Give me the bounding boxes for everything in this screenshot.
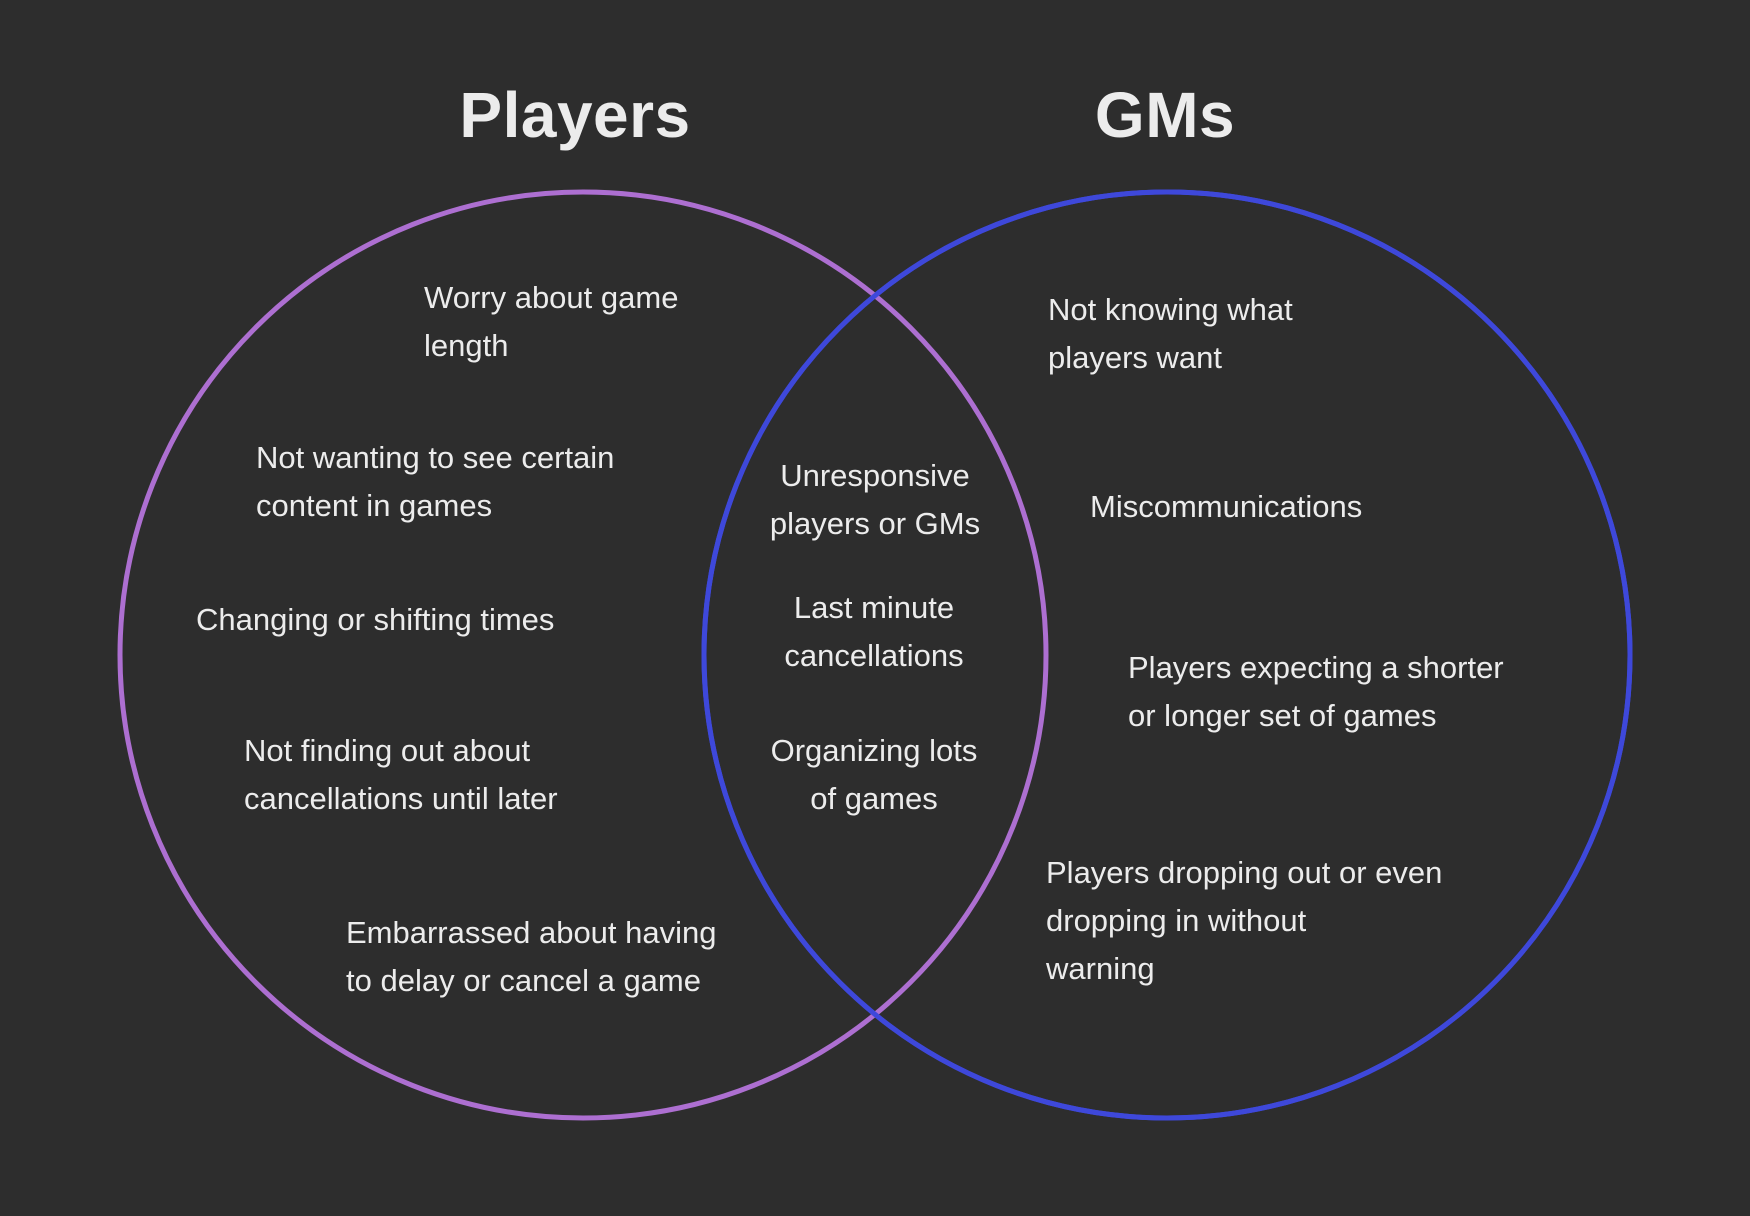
gms-circle-overlap [701, 189, 1633, 654]
gms-item-miscommunications: Miscommunications [1090, 489, 1363, 524]
players-circle [117, 189, 1049, 1121]
players-item-shifting-times: Changing or shifting times [196, 602, 555, 637]
gms-title: GMs [1094, 79, 1236, 151]
gms-item-dropping: Players dropping out or even dropping in… [1046, 855, 1443, 986]
gms-item-expecting: Players expecting a shorter or longer se… [1128, 650, 1504, 733]
players-item-game-length: Worry about game length [424, 280, 679, 363]
both-item-last-minute: Last minute cancellations [784, 590, 964, 673]
players-item-content: Not wanting to see certain content in ga… [256, 440, 615, 523]
players-item-embarrassed: Embarrassed about having to delay or can… [346, 915, 717, 998]
both-item-unresponsive: Unresponsive players or GMs [769, 458, 981, 541]
gms-item-not-knowing: Not knowing what players want [1048, 292, 1293, 375]
both-item-organizing: Organizing lots of games [770, 733, 978, 816]
gms-circle-overlap-lower [701, 654, 1633, 1121]
players-item-cancellations-later: Not finding out about cancellations unti… [244, 733, 558, 816]
players-title: Players [459, 79, 691, 151]
